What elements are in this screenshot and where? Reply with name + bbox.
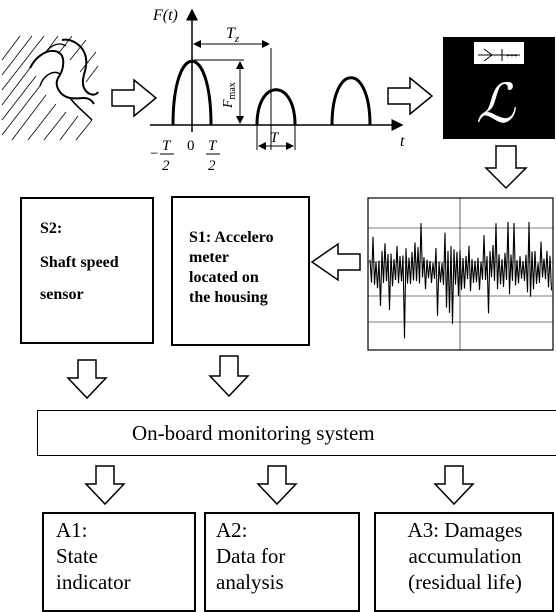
a2-line-2: Data for <box>216 544 286 568</box>
flow-arrow-gear-to-chart <box>111 78 158 118</box>
flow-arrow-monitoring-to-a2 <box>256 465 298 506</box>
width-label: T <box>270 130 280 146</box>
tick-plus-half-2: 2 <box>208 158 216 174</box>
a1-line-3: indicator <box>56 570 131 594</box>
pulse-force-chart: F(t) Tz Fmax T t − T 2 0 T 2 <box>150 7 405 174</box>
a2-line-3: analysis <box>216 570 284 594</box>
period-subscript: z <box>234 33 240 45</box>
s1-line-2: meter <box>189 249 229 266</box>
a3-line-3: (residual life) <box>408 570 522 594</box>
signal-trace <box>369 221 553 339</box>
pulse-2 <box>255 88 297 126</box>
flow-arrow-laplace-to-signal <box>484 145 528 190</box>
svg-text:+++: +++ <box>506 52 518 60</box>
laplace-transform-box: +++ ℒ <box>443 37 555 139</box>
s1-line-1: S1: Accelero <box>189 229 274 246</box>
s2-line-2: Shaft speed <box>40 254 119 271</box>
output-box-a3: A3: Damages accumulation (residual life) <box>374 512 554 612</box>
output-box-a1: A1: State indicator <box>42 512 196 612</box>
a1-line-2: State <box>56 544 98 568</box>
s1-line-3: located on <box>189 269 259 286</box>
amplitude-label: Fmax <box>221 82 238 109</box>
a3-line-2: accumulation <box>408 544 522 568</box>
output-box-a2: A2: Data for analysis <box>204 512 360 612</box>
period-label: T <box>226 25 236 42</box>
flow-arrow-monitoring-to-a1 <box>84 465 126 506</box>
y-axis-label: F(t) <box>152 7 178 24</box>
t-axis-label: t <box>400 133 405 150</box>
monitoring-system-label: On-board monitoring system <box>132 421 375 445</box>
monitoring-system-box: On-board monitoring system <box>37 410 556 456</box>
tick-plus-half-T: T <box>208 138 218 154</box>
s2-line-3: sensor <box>40 286 84 303</box>
svg-text:Tz: Tz <box>226 25 240 45</box>
vibration-signal-plot <box>367 197 554 351</box>
a3-line-1: A3: Damages <box>407 518 523 542</box>
s2-line-1: S2: <box>40 220 63 237</box>
a2-line-1: A2: <box>216 518 248 542</box>
flow-arrow-signal-to-s1 <box>310 242 361 282</box>
gear-mesh-sketch <box>1 35 99 141</box>
tick-zero: 0 <box>187 138 195 154</box>
tick-minus-half-T: T <box>162 138 172 154</box>
sensor-box-s1: S1: Accelero meter located on the housin… <box>171 196 310 346</box>
flow-arrow-monitoring-to-a3 <box>433 465 475 506</box>
s1-line-4: the housing <box>189 289 268 306</box>
flow-arrow-s2-to-monitoring <box>66 359 108 400</box>
sensor-box-s2: S2: Shaft speed sensor <box>20 197 154 344</box>
laplace-symbol: ℒ <box>476 74 516 134</box>
flow-arrow-s1-to-monitoring <box>208 355 250 398</box>
tick-minus-half-2: 2 <box>162 158 170 174</box>
a1-line-1: A1: <box>56 518 88 542</box>
flow-arrow-chart-to-laplace <box>387 76 434 116</box>
pulse-3 <box>330 76 372 126</box>
pulse-1 <box>171 60 213 126</box>
tick-minus-sign: − <box>150 146 158 162</box>
